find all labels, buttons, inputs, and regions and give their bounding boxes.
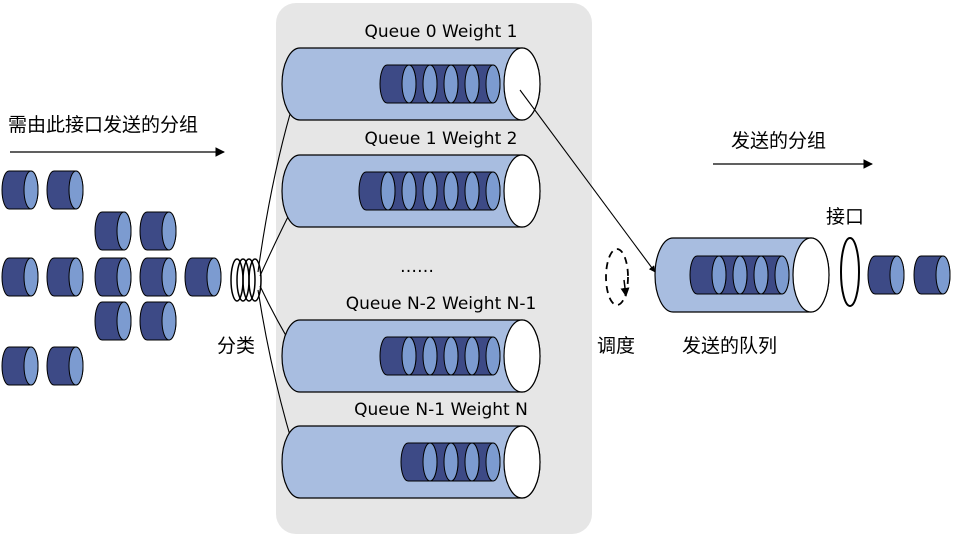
incoming-packets (1, 170, 222, 386)
queue-0-packets (379, 64, 501, 104)
incoming-packet (139, 257, 177, 297)
queued-packet (689, 255, 727, 295)
queued-packet (400, 442, 438, 482)
queue-1-opening (503, 154, 541, 228)
incoming-packet (46, 346, 84, 386)
sent-packets-label: 发送的分组 (731, 130, 826, 152)
queue-3-packets (400, 442, 501, 482)
queue-tubes: Queue 0 Weight 1 Queue 1 Weight 2 Queue N-… (281, 22, 541, 499)
incoming-packet (94, 211, 132, 251)
classifier-icon (230, 258, 262, 302)
queue-ellipsis: …… (400, 257, 434, 277)
incoming-packet (94, 257, 132, 297)
schedule-arrow (519, 89, 656, 273)
queue-3-opening (503, 425, 541, 499)
send-queue-tube-packets (689, 255, 790, 295)
queued-packet (379, 336, 417, 376)
queued-packet (358, 171, 396, 211)
incoming-packet (94, 301, 132, 341)
queue-label: Queue N-2 Weight N-1 (346, 294, 537, 314)
send-queue (654, 237, 830, 313)
queue-0-opening (503, 47, 541, 121)
queues-panel (276, 3, 592, 534)
queue-1-packets (358, 171, 501, 211)
queue-2-packets (379, 336, 501, 376)
queue-label: Queue 1 Weight 2 (365, 129, 518, 149)
queue-1: Queue 1 Weight 2 (281, 129, 541, 228)
incoming-packet (1, 170, 39, 210)
incoming-packet (1, 257, 39, 297)
scheduler-rotation-icon (605, 248, 630, 306)
queue-label: Queue N-1 Weight N (354, 400, 528, 420)
queue-2: Queue N-2 Weight N-1 (281, 294, 541, 393)
interface-ring-icon (840, 237, 860, 307)
queue-2-opening (503, 319, 541, 393)
incoming-label: 需由此接口发送的分组 (8, 114, 198, 136)
incoming-packet (184, 257, 222, 297)
incoming-packet (139, 301, 177, 341)
send-queue-tube (654, 237, 830, 313)
classify-label: 分类 (217, 335, 255, 357)
incoming-packet (1, 346, 39, 386)
queued-packet (379, 64, 417, 104)
queue-label: Queue 0 Weight 1 (365, 22, 518, 42)
interface-label: 接口 (826, 206, 864, 228)
send-queue-label: 发送的队列 (682, 335, 777, 357)
sent-packet (867, 255, 905, 295)
send-queue-tube-opening (792, 237, 830, 313)
sent-packet (913, 255, 951, 295)
queue-3: Queue N-1 Weight N (281, 400, 541, 499)
incoming-packet (139, 211, 177, 251)
incoming-packet (46, 257, 84, 297)
incoming-packet (46, 170, 84, 210)
queue-0: Queue 0 Weight 1 (281, 22, 541, 121)
schedule-label: 调度 (597, 335, 635, 357)
sent-packets (867, 255, 951, 295)
